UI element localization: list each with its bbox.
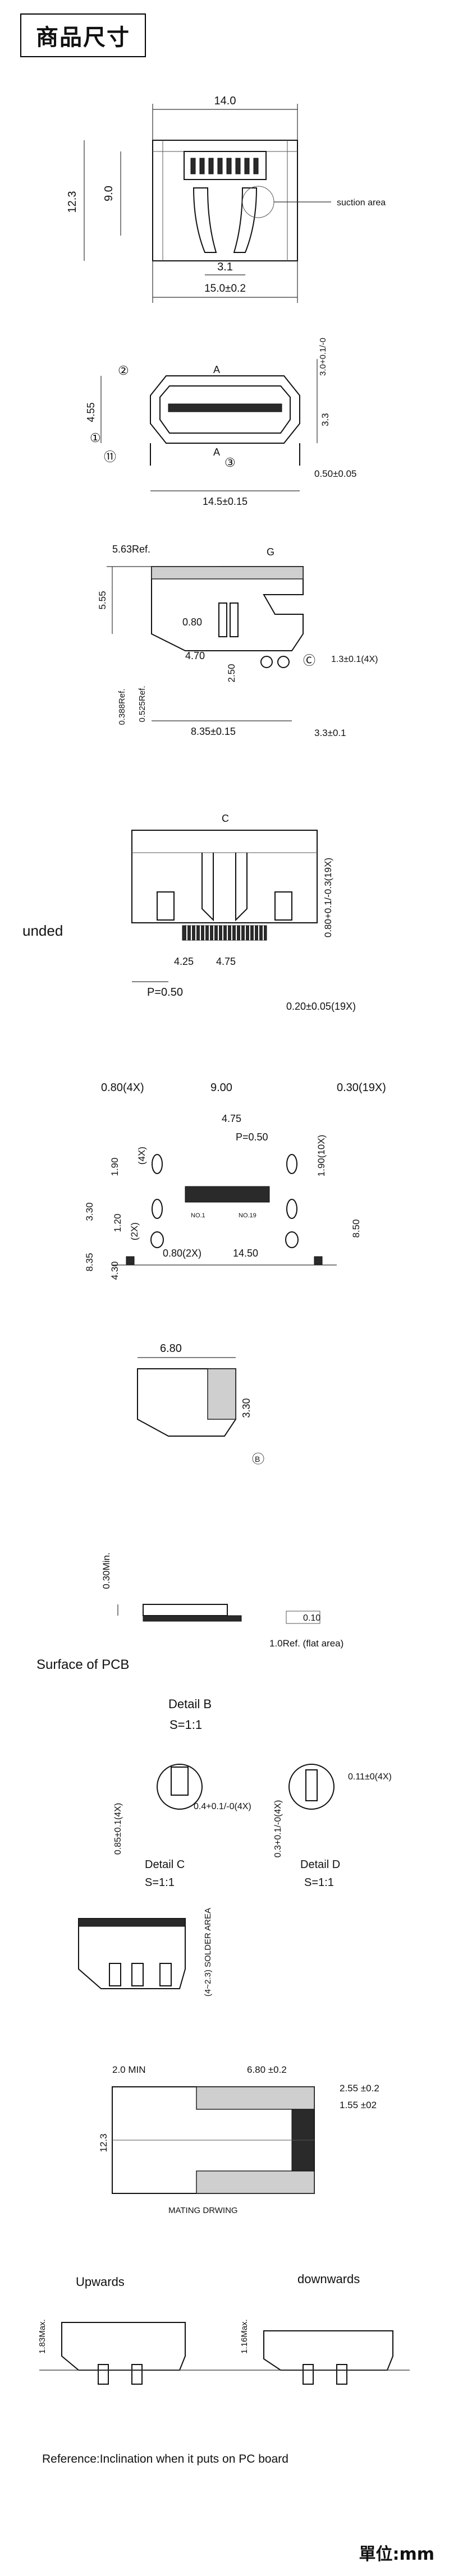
detail-b-title: Detail B — [168, 1697, 212, 1711]
pcb-d: 4.75 — [222, 1113, 241, 1124]
small-side-label: B — [255, 1455, 260, 1464]
bottom-view: C unded 4.25 4.75 P=0.50 0.80+0.1/-0.3(1… — [22, 813, 356, 1012]
pcb-b: 9.00 — [210, 1082, 232, 1094]
top-height-outer: 12.3 — [66, 191, 79, 213]
detail-b: 0.30Min. 0.10 1.0Ref. (flat area) Surfac… — [36, 1552, 343, 1732]
detail-d-pin: 0.11±0(4X) — [348, 1772, 392, 1782]
bottom-pin: 0.20±0.05(19X) — [286, 1001, 356, 1012]
mating-a: 2.0 MIN — [112, 2064, 146, 2075]
callout-2: ② — [118, 364, 129, 378]
front-pin: 0.50±0.05 — [314, 468, 357, 479]
incl-up: Upwards — [76, 2275, 125, 2289]
front-label-a2: A — [213, 447, 220, 458]
detail-d-scale: S=1:1 — [304, 1876, 334, 1889]
pcb-i: 1.20 — [112, 1213, 123, 1232]
top-height-inner: 9.0 — [103, 186, 115, 201]
front-label-a: A — [213, 364, 220, 375]
pcb-p: P=0.50 — [236, 1131, 268, 1143]
detail-d-title: Detail D — [300, 1859, 340, 1871]
top-width: 14.0 — [214, 95, 236, 107]
mating-c: 2.55 ±0.2 — [340, 2083, 379, 2094]
side-h: 5.55 — [97, 591, 108, 609]
side-c: 2.50 — [226, 664, 237, 682]
pcb-c: 0.30(19X) — [337, 1082, 386, 1094]
pcb-no1: NO.1 — [191, 1212, 205, 1219]
front-height-small: 3.3 — [320, 413, 331, 426]
pcb-m: 0.80(2X) — [163, 1248, 201, 1259]
pcb-f: 1.90 — [109, 1157, 120, 1176]
side-right: 3.3±0.1 — [314, 728, 346, 738]
pcb-o: 8.50 — [351, 1219, 361, 1238]
small-side-view: 6.80 3.30 B — [137, 1342, 264, 1465]
side-label-c: Ⓒ — [303, 654, 315, 668]
pcb-no19: NO.19 — [239, 1212, 256, 1219]
bottom-a: 4.25 — [174, 956, 194, 967]
pcb-layout-view: 0.80(4X) 9.00 0.30(19X) 4.75 P=0.50 1.90… — [84, 1082, 386, 1280]
callout-3: ③ — [224, 456, 236, 470]
front-view: A A ② ① ⑪ ③ 4.55 3.0+0.1/-0 3.3 0.50±0.0… — [85, 338, 357, 507]
detail-c-title: Detail C — [145, 1859, 185, 1871]
bottom-label-c: C — [222, 813, 229, 824]
inclination-view: Upwards downwards 1.83Max. 1.16Max. Refe… — [38, 2272, 410, 2465]
pcb-h: 3.30 — [84, 1202, 95, 1221]
detail-b-surface: Surface of PCB — [36, 1657, 129, 1672]
side-ref: 5.63Ref. — [112, 544, 150, 555]
callout-11: ⑪ — [104, 450, 116, 464]
pcb-e: 1.90(10X) — [316, 1135, 327, 1177]
mating-label: MATING DRWING — [168, 2206, 238, 2215]
side-base: 8.35±0.15 — [191, 726, 236, 737]
incl-down-h: 1.16Max. — [240, 2319, 249, 2354]
bottom-b: 4.75 — [216, 956, 236, 967]
front-base: 14.5±0.15 — [203, 496, 248, 507]
pcb-a: 0.80(4X) — [101, 1082, 144, 1094]
incl-down: downwards — [297, 2272, 360, 2286]
solder-view: (4~2.3) SOLDER AREA — [78, 1908, 213, 1997]
front-height-tol: 3.0+0.1/-0 — [318, 338, 328, 376]
small-side-h: 3.30 — [241, 1398, 252, 1418]
top-view: 14.0 12.3 9.0 suction area 3.1 15.0±0.2 — [66, 95, 386, 303]
mating-view: 2.0 MIN 6.80 ±0.2 2.55 ±0.2 1.55 ±02 12.… — [98, 2064, 379, 2215]
solder-label: (4~2.3) SOLDER AREA — [203, 1908, 213, 1997]
side-left2: 0.525Ref. — [138, 686, 147, 722]
front-height: 4.55 — [85, 402, 97, 422]
pcb-g: (4X) — [136, 1147, 147, 1165]
side-left1: 0.388Ref. — [117, 688, 127, 725]
detail-b-scale: S=1:1 — [169, 1718, 202, 1732]
side-a: 0.80 — [182, 617, 202, 628]
pcb-n: 14.50 — [233, 1248, 258, 1259]
detail-b-flat: 1.0Ref. (flat area) — [269, 1638, 343, 1649]
bottom-pitch: P=0.50 — [147, 986, 183, 999]
small-side-w: 6.80 — [160, 1342, 182, 1355]
side-label-g: G — [267, 546, 274, 558]
callout-1: ① — [90, 431, 101, 445]
top-base: 15.0±0.2 — [204, 283, 246, 295]
unit-label: 單位:mm — [359, 2545, 434, 2564]
bottom-right: 0.80+0.1/-0.3(19X) — [323, 858, 333, 937]
suction-area-label: suction area — [337, 198, 386, 208]
detail-b-tol: 0.10 — [303, 1613, 320, 1623]
detail-b-min: 0.30Min. — [101, 1552, 112, 1589]
detail-c-scale: S=1:1 — [145, 1876, 175, 1889]
pcb-j: (2X) — [129, 1222, 140, 1240]
mating-h: 12.3 — [98, 2133, 109, 2152]
pcb-l: 4.30 — [109, 1261, 120, 1280]
incl-note: Reference:Inclination when it puts on PC… — [42, 2453, 288, 2465]
side-hole: 1.3±0.1(4X) — [331, 655, 378, 664]
detail-c-hole: 0.4+0.1/-0(4X) — [194, 1802, 251, 1811]
pcb-k: 8.35 — [84, 1253, 95, 1271]
detail-d-dim: 0.3+0.1/-0(4X) — [273, 1800, 283, 1858]
detail-c-dim: 0.85±0.1(4X) — [113, 1803, 123, 1855]
side-view: 5.63Ref. G 5.55 0.80 4.70 2.50 0.388Ref.… — [97, 544, 378, 738]
page-title: 商品尺寸 — [20, 13, 146, 57]
bottom-label-left: unded — [22, 922, 63, 939]
top-gap: 3.1 — [217, 261, 233, 273]
side-b: 4.70 — [185, 650, 205, 661]
incl-up-h: 1.83Max. — [38, 2319, 47, 2354]
detail-cd: 0.85±0.1(4X) 0.4+0.1/-0(4X) Detail C S=1… — [113, 1764, 392, 1889]
mating-d: 1.55 ±02 — [340, 2100, 377, 2110]
mating-b: 6.80 ±0.2 — [247, 2064, 287, 2075]
